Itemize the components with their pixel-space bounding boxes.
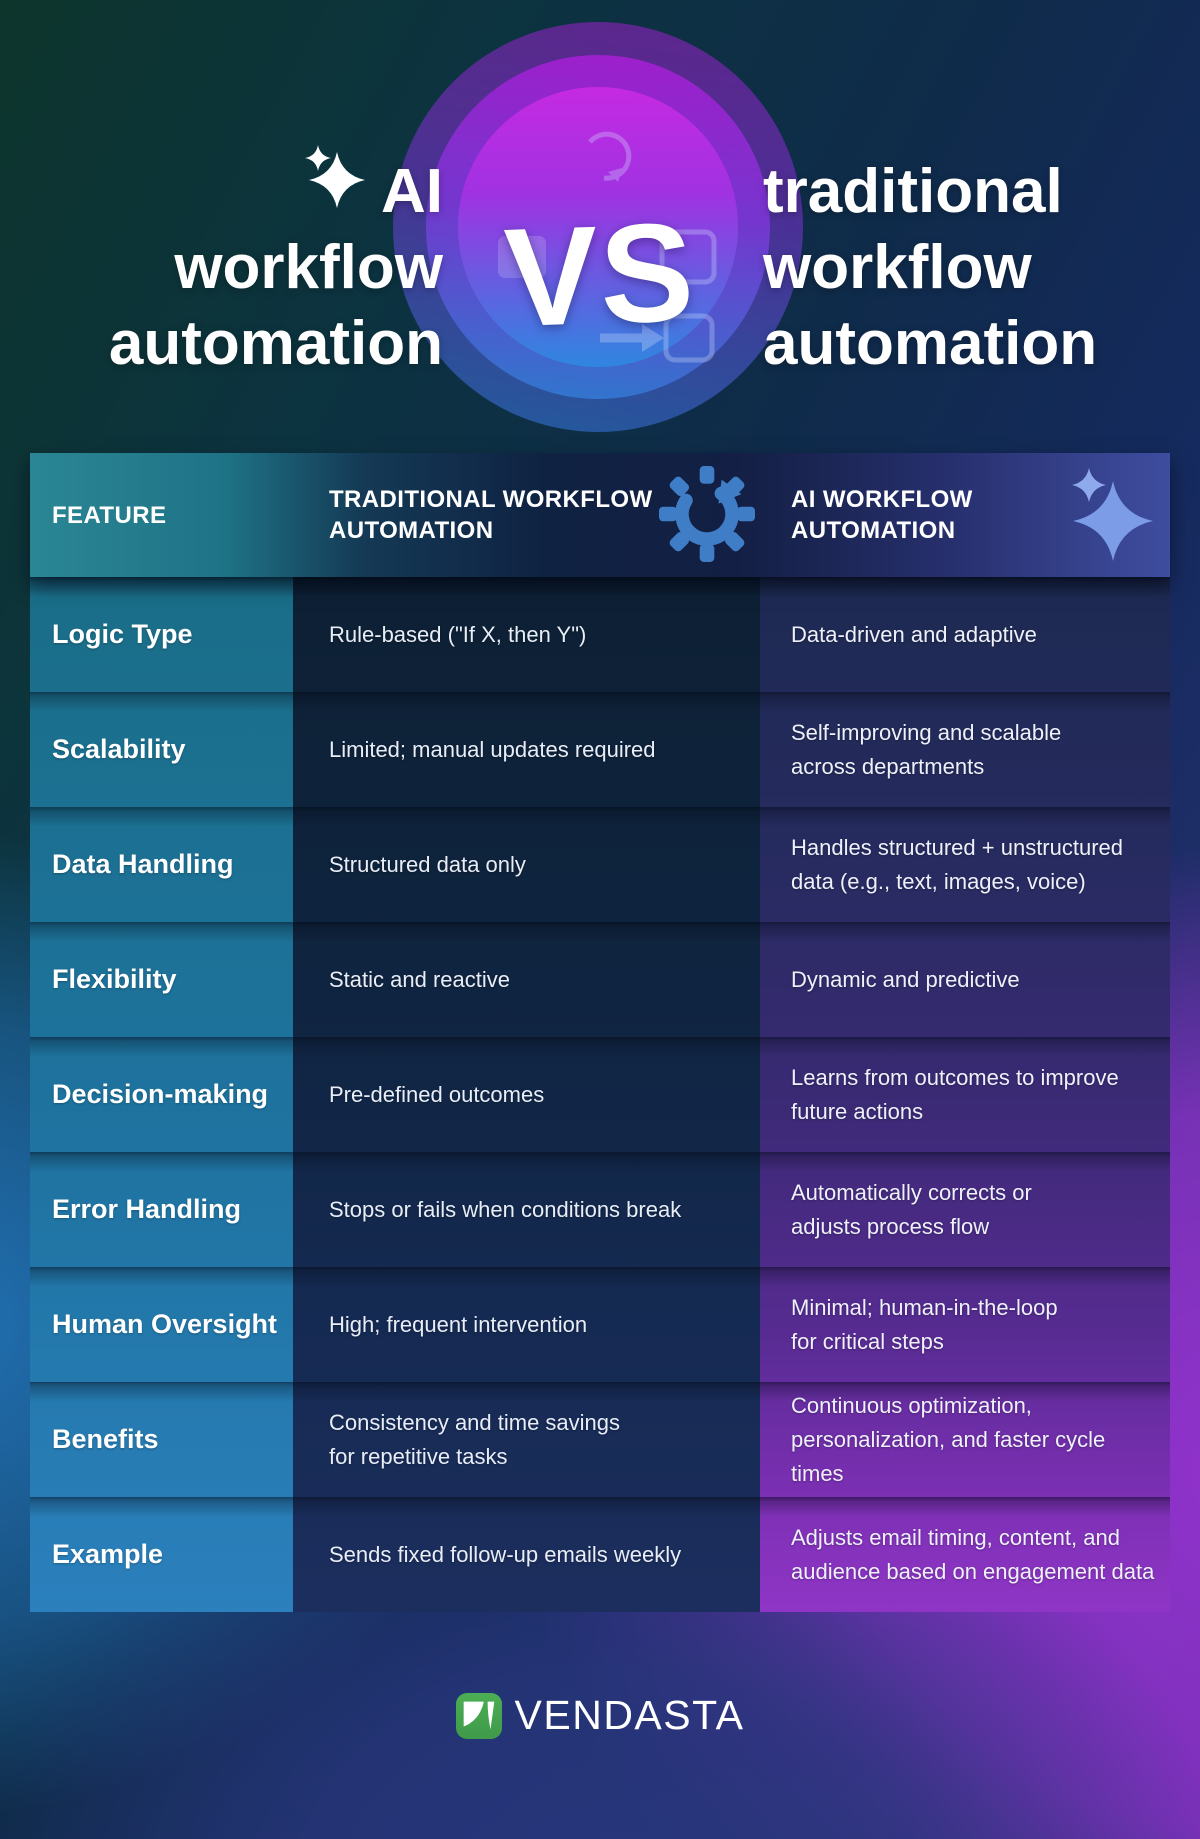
footer: VENDASTA: [0, 1692, 1200, 1739]
table-row: Logic Type Rule-based ("If X, then Y") D…: [30, 577, 1170, 692]
ghost-node: [498, 236, 546, 278]
table-row: Error Handling Stops or fails when condi…: [30, 1152, 1170, 1267]
table-row: Human Oversight High; frequent intervent…: [30, 1267, 1170, 1382]
table-header-row: FEATURE TRADITIONAL WORKFLOW AUTOMATION …: [30, 453, 1170, 577]
traditional-column-background: [293, 577, 760, 1612]
ai-cell: Data-driven and adaptive: [791, 621, 1037, 647]
sparkle-icon: [305, 145, 365, 208]
traditional-cell: High; frequent intervention: [329, 1311, 588, 1337]
feature-cell: Example: [52, 1539, 164, 1569]
table-row: Example Sends fixed follow-up emails wee…: [30, 1497, 1170, 1612]
feature-cell: Scalability: [52, 734, 186, 764]
ai-cell: Adjusts email timing, content, and audie…: [791, 1524, 1155, 1584]
table-row: Benefits Consistency and time savings fo…: [30, 1382, 1170, 1497]
ai-cell: Self-improving and scalable across depar…: [791, 719, 1062, 779]
table-body: Logic Type Rule-based ("If X, then Y") D…: [30, 577, 1170, 1612]
comparison-table: FEATURE TRADITIONAL WORKFLOW AUTOMATION …: [30, 453, 1170, 1612]
feature-cell: Data Handling: [52, 849, 234, 879]
traditional-cell: Rule-based ("If X, then Y"): [329, 621, 587, 647]
vs-circle-inner-disc: [458, 87, 738, 367]
vendasta-mark-icon: [463, 1701, 494, 1729]
feature-column-background: [30, 577, 293, 1612]
ai-column-background: [760, 577, 1170, 1612]
traditional-cell: Static and reactive: [329, 966, 510, 992]
ghost-arrowhead: [608, 168, 622, 182]
gear-refresh-icon: [659, 466, 755, 562]
vs-badge: VS: [501, 192, 699, 357]
table-row: Decision-making Pre-defined outcomes Lea…: [30, 1037, 1170, 1152]
traditional-cell: Stops or fails when conditions break: [329, 1196, 682, 1222]
feature-cell: Flexibility: [52, 964, 177, 994]
traditional-cell: Sends fixed follow-up emails weekly: [329, 1541, 682, 1567]
workflow-ghost-shapes: [498, 131, 717, 363]
vendasta-logo-mark: [455, 1692, 502, 1739]
ai-cell: Dynamic and predictive: [791, 966, 1020, 992]
ai-cell: Continuous optimization, personalization…: [791, 1392, 1106, 1486]
traditional-cell: Consistency and time savings for repetit…: [329, 1409, 621, 1469]
ai-cell: Automatically corrects or adjusts proces…: [791, 1179, 1032, 1239]
traditional-title: traditional workflow automation: [763, 157, 1098, 378]
ai-cell: Minimal; human-in-the-loop for critical …: [791, 1294, 1058, 1354]
column-header-feature: FEATURE: [52, 501, 167, 529]
feature-cell: Human Oversight: [52, 1309, 278, 1339]
feature-cell: Logic Type: [52, 619, 193, 649]
column-header-traditional: TRADITIONAL WORKFLOW AUTOMATION: [329, 486, 653, 544]
table-row: Data Handling Structured data only Handl…: [30, 807, 1170, 922]
column-header-ai: AI WORKFLOW AUTOMATION: [791, 486, 973, 544]
vendasta-logo: VENDASTA: [455, 1692, 745, 1739]
feature-cell: Error Handling: [52, 1194, 242, 1224]
ghost-flow-arrow: [642, 324, 664, 352]
table-row: Flexibility Static and reactive Dynamic …: [30, 922, 1170, 1037]
ai-cell: Handles structured + unstructured data (…: [791, 834, 1124, 894]
traditional-cell: Structured data only: [329, 851, 526, 877]
traditional-cell: Limited; manual updates required: [329, 736, 656, 762]
ai-sparkles-icon: [1072, 468, 1153, 561]
feature-cell: Decision-making: [52, 1079, 269, 1109]
ai-cell: Learns from outcomes to improve future a…: [791, 1064, 1119, 1124]
ai-title: AI workflow automation: [108, 157, 443, 378]
traditional-cell: Pre-defined outcomes: [329, 1081, 545, 1107]
vendasta-logo-text: VENDASTA: [514, 1692, 745, 1738]
table-row: Scalability Limited; manual updates requ…: [30, 692, 1170, 807]
feature-cell: Benefits: [52, 1424, 159, 1454]
